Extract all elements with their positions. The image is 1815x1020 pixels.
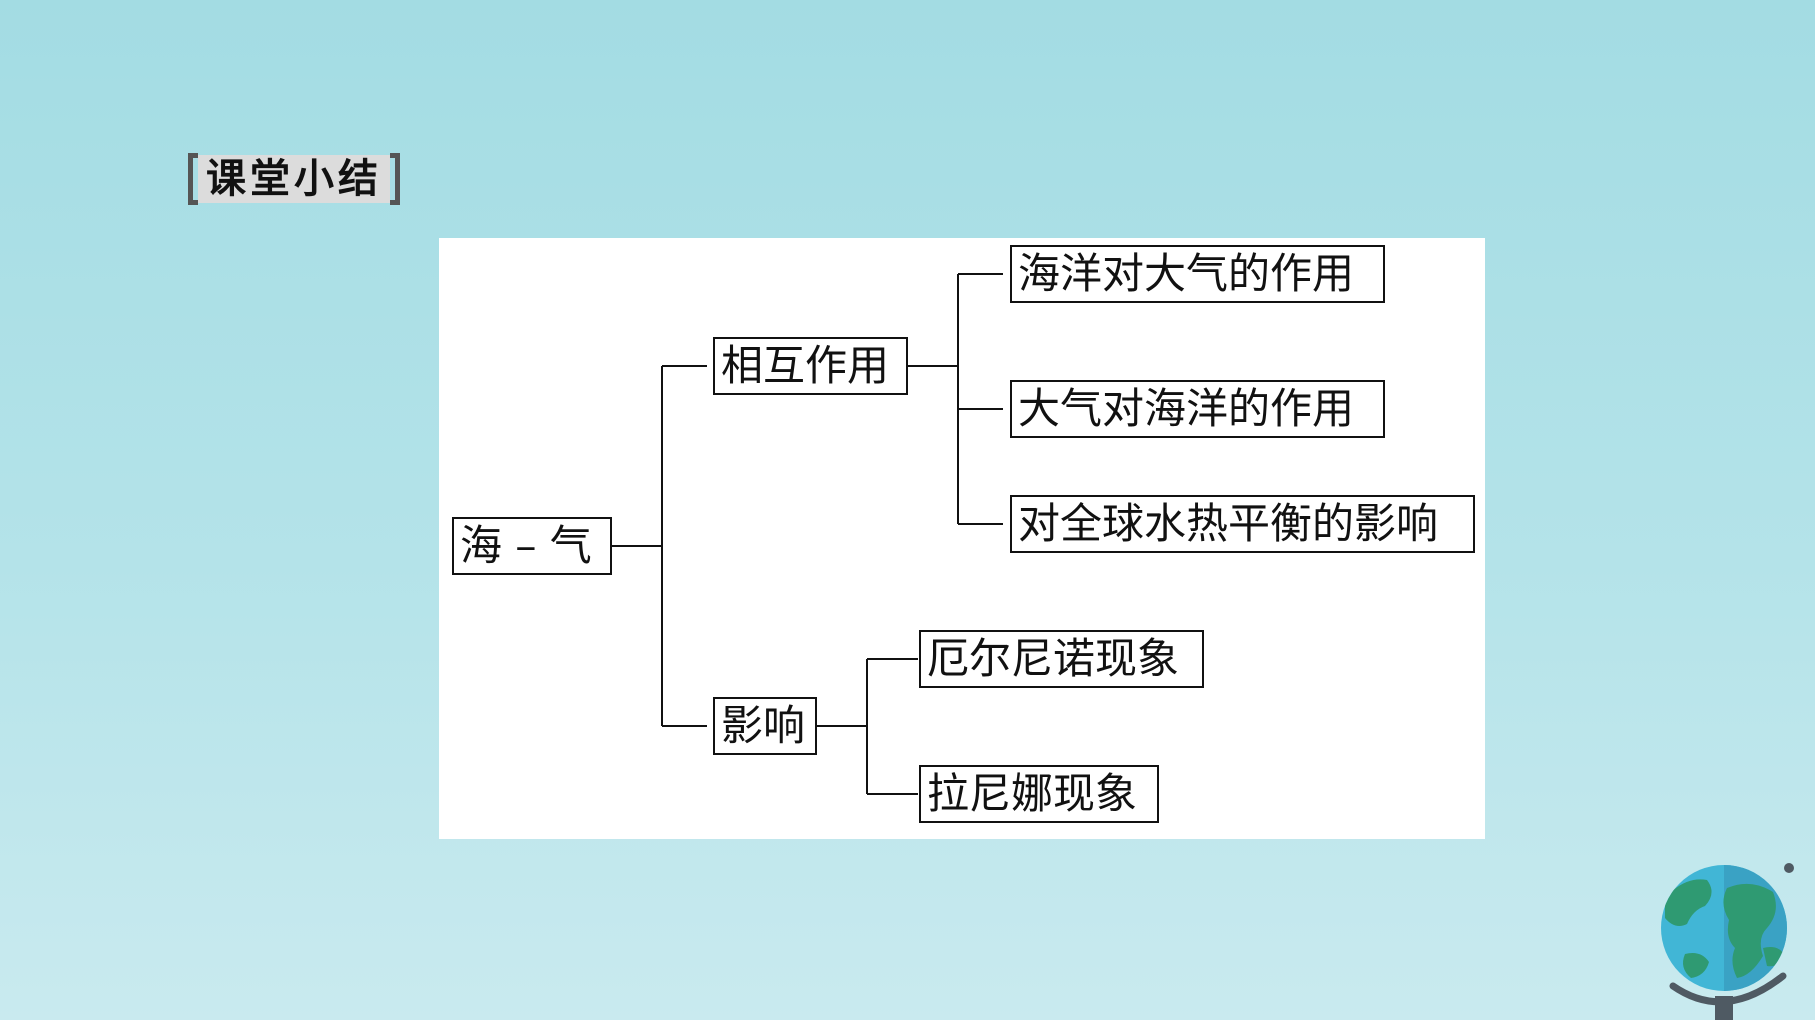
concept-map-panel: 海 – 气 相互作用 影响 海洋对大气的作用 大气对海洋的作用 对全球水热平衡的… — [439, 238, 1485, 839]
leaf-node-atmosphere-to-ocean: 大气对海洋的作用 — [1010, 380, 1385, 438]
leaf-node-ocean-to-atmosphere: 海洋对大气的作用 — [1010, 245, 1385, 303]
leaf-node-global-heat-water-balance: 对全球水热平衡的影响 — [1010, 495, 1475, 553]
globe-icon — [1661, 863, 1794, 1020]
section-title: 课堂小结 — [188, 150, 400, 208]
branch-node-interaction: 相互作用 — [713, 337, 908, 395]
leaf-node-la-nina: 拉尼娜现象 — [919, 765, 1159, 823]
left-bracket — [188, 153, 198, 205]
right-bracket — [390, 153, 400, 205]
root-node: 海 – 气 — [452, 517, 612, 575]
leaf-node-el-nino: 厄尔尼诺现象 — [919, 630, 1204, 688]
branch-node-impact: 影响 — [713, 697, 817, 755]
section-title-text: 课堂小结 — [198, 155, 390, 203]
connector-lines — [612, 273, 1003, 795]
